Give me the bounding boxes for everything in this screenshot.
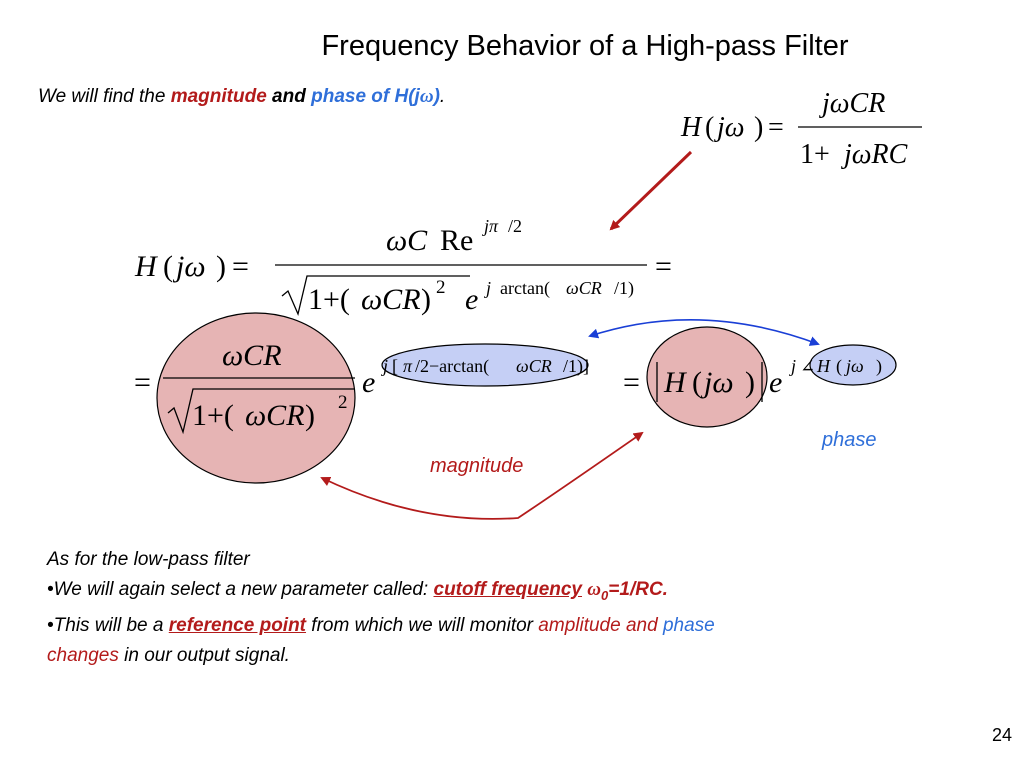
svg-text:j: j <box>381 356 388 376</box>
svg-text:j: j <box>789 356 796 376</box>
svg-text:(: ( <box>692 366 702 399</box>
svg-text:e: e <box>769 366 782 399</box>
phase-ellipse-right <box>809 344 897 386</box>
svg-text:e: e <box>465 283 478 316</box>
svg-text:[: [ <box>392 356 398 376</box>
phase-ellipse-left <box>381 343 589 387</box>
intro-omega: ω <box>419 86 434 107</box>
intro-magnitude: magnitude <box>170 86 267 107</box>
svg-text:jωRC: jωRC <box>841 139 908 170</box>
svg-text:jω: jω <box>844 356 864 376</box>
note-line-3: •This will be a reference point from whi… <box>47 611 987 641</box>
svg-text:π: π <box>403 356 413 376</box>
svg-text:ωCR: ωCR <box>222 339 282 372</box>
svg-text:/1): /1) <box>614 278 634 299</box>
svg-text:1+(: 1+( <box>308 283 350 316</box>
amplitude-term: amplitude <box>538 614 621 636</box>
intro-prefix: We will find the <box>38 86 171 107</box>
svg-text:jω: jω <box>172 250 206 283</box>
svg-text:=: = <box>623 366 640 399</box>
changes-term: changes <box>47 644 119 666</box>
svg-text:): ) <box>876 356 882 377</box>
svg-text:ωCR: ωCR <box>566 278 602 298</box>
svg-text:e: e <box>362 366 375 399</box>
intro-close: ) <box>433 86 440 107</box>
svg-text:Re: Re <box>440 224 473 257</box>
phase-connector-arrow <box>588 319 820 346</box>
note-line-4-tail: in our output signal. <box>118 644 290 666</box>
svg-text:): ) <box>754 112 763 143</box>
svg-text:(: ( <box>705 112 714 143</box>
svg-text:jπ: jπ <box>482 216 499 236</box>
svg-text:jω: jω <box>714 112 745 143</box>
svg-text:/1)]: /1)] <box>563 356 589 377</box>
magnitude-phase-equation: = ωCR 1+( ωCR ) 2 e j [ π /2−arctan( ωCR… <box>134 339 882 435</box>
svg-text:=: = <box>134 366 151 399</box>
magnitude-ellipse-right <box>646 326 768 428</box>
svg-text:H: H <box>680 112 703 143</box>
and-term: and <box>620 614 663 636</box>
note-line-2: •We will again select a new parameter ca… <box>47 575 987 611</box>
svg-text:j: j <box>484 278 491 298</box>
svg-text:jω: jω <box>700 366 734 399</box>
svg-text:ωCR: ωCR <box>361 283 421 316</box>
svg-text:1+: 1+ <box>800 139 830 170</box>
reference-point-term: reference point <box>168 614 307 636</box>
phase-label: phase <box>822 429 877 451</box>
svg-text:): ) <box>421 283 431 316</box>
red-pointer-arrow <box>609 150 693 231</box>
phase-term: phase <box>662 614 715 636</box>
intro-and: and <box>266 86 312 107</box>
page-number: 24 <box>991 725 1012 745</box>
svg-text:/2: /2 <box>508 216 522 236</box>
svg-text:=: = <box>655 250 672 283</box>
magnitude-ellipse-left <box>156 312 356 484</box>
svg-text:=: = <box>768 112 784 143</box>
magnitude-label: magnitude <box>430 455 524 477</box>
slide-title: Frequency Behavior of a High-pass Filter <box>321 30 849 62</box>
note-line-3-mid: from which we will monitor <box>306 614 539 636</box>
note-line-4: changes in our output signal. <box>47 641 987 671</box>
intro-phase-of: phase of H(j <box>311 86 420 107</box>
omega-zero-subscript: 0 <box>601 587 609 603</box>
omega-zero: ω <box>587 579 602 600</box>
note-line-2-prefix: •We will again select a new parameter ca… <box>47 579 434 600</box>
intro-text: We will find the magnitude and phase of … <box>38 86 445 108</box>
transfer-function-formula: H ( jω ) = jωCR 1+ jωRC <box>680 88 922 170</box>
svg-text:ωCR: ωCR <box>516 356 552 376</box>
svg-text:1+(: 1+( <box>192 399 234 432</box>
cutoff-frequency-term: cutoff frequency <box>433 579 583 600</box>
polar-form-equation: H ( jω ) = ωC Re jπ /2 1+( ωCR ) 2 e j a… <box>134 216 672 317</box>
svg-text:): ) <box>745 366 755 399</box>
svg-text:2: 2 <box>338 392 348 413</box>
cutoff-equation: =1/RC. <box>608 579 668 600</box>
intro-period: . <box>439 86 446 107</box>
bottom-notes: As for the low-pass filter •We will agai… <box>47 545 987 671</box>
note-line-3-prefix: •This will be a <box>47 614 169 636</box>
svg-text:∠: ∠ <box>800 356 815 376</box>
svg-text:arctan(: arctan( <box>500 278 550 299</box>
svg-text:): ) <box>305 399 315 432</box>
svg-text:H: H <box>663 366 688 399</box>
note-line-1: As for the low-pass filter <box>47 549 250 570</box>
svg-text:): ) <box>216 250 226 283</box>
svg-text:(: ( <box>163 250 173 283</box>
svg-text:ωC: ωC <box>386 224 428 257</box>
svg-text:H: H <box>134 250 159 283</box>
svg-text:ωCR: ωCR <box>245 399 305 432</box>
svg-text:(: ( <box>836 356 842 377</box>
svg-text:2: 2 <box>436 277 446 298</box>
svg-text:jωCR: jωCR <box>819 88 885 119</box>
svg-text:=: = <box>232 250 249 283</box>
magnitude-connector-arrow <box>320 431 644 520</box>
svg-text:H: H <box>816 356 831 376</box>
svg-text:/2−arctan(: /2−arctan( <box>415 356 489 377</box>
